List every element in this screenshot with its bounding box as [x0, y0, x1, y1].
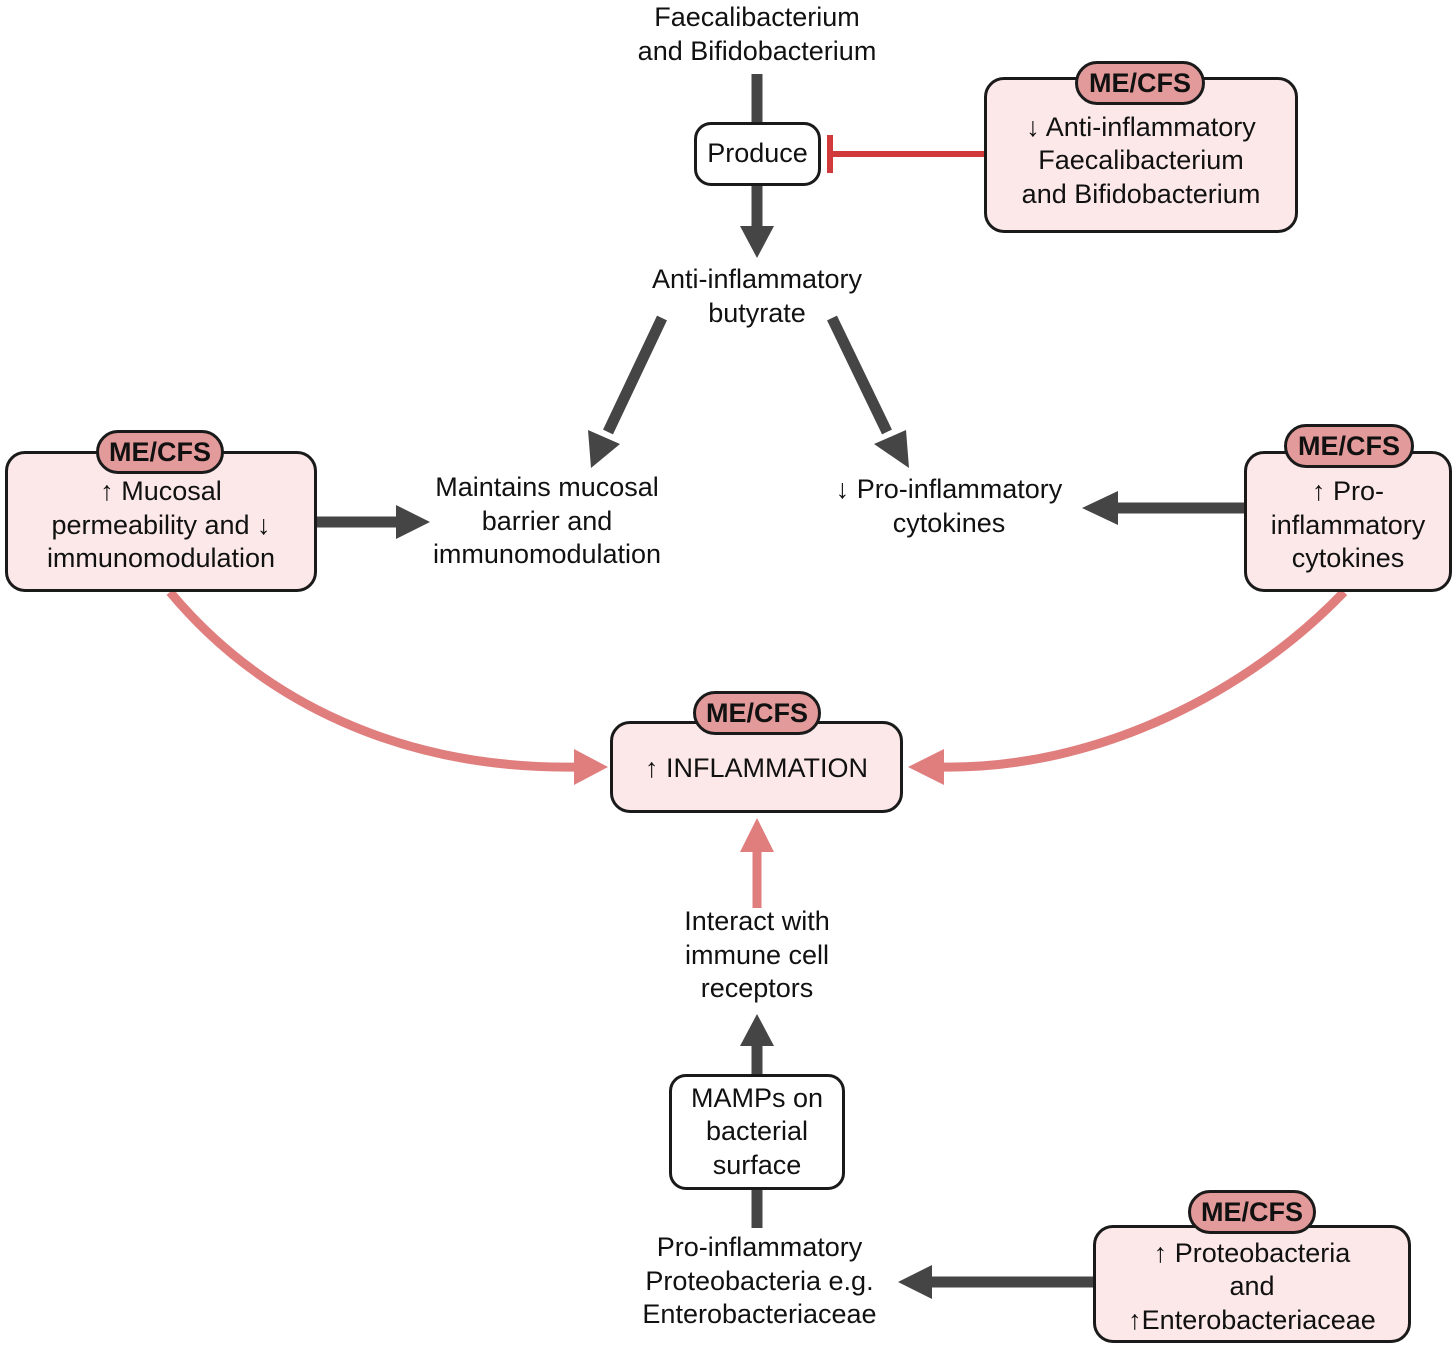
mecfs-anti-inflammatory-box: ↓ Anti-inflammatory Faecalibacterium and… [984, 77, 1298, 233]
mecfs-badge: ME/CFS [1284, 424, 1414, 468]
mecfs-proteobacteria-box: ↑ Proteobacteria and ↑Enterobacteriaceae [1093, 1225, 1411, 1343]
cytokines-down-label: ↓ Pro-inflammatory cytokines [835, 474, 1063, 538]
arrow-produce-to-butyrate [740, 186, 774, 258]
mecfs-badge: ME/CFS [1188, 1190, 1316, 1234]
mecfs-badge: ME/CFS [1075, 61, 1205, 105]
mucosal-barrier-label: Maintains mucosal barrier and immunomodu… [432, 472, 662, 569]
mecfs-mucosal-box: ↑ Mucosal permeability and ↓ immunomodul… [5, 451, 317, 592]
mecfs-badge: ME/CFS [96, 430, 224, 474]
arrow-receptors-to-inflammation [740, 818, 774, 908]
inhibition-to-produce [827, 135, 984, 173]
arrow-cytokines-box-to-cytokines [1082, 491, 1244, 525]
bacteria-source-label: Faecalibacterium and Bifidobacterium [637, 2, 877, 66]
butyrate-label: Anti-inflammatory butyrate [651, 264, 863, 328]
arrow-mucosal-box-to-barrier [316, 505, 430, 539]
arrow-butyrate-to-cytokines [827, 315, 909, 468]
arrow-mucosal-to-inflammation [166, 589, 608, 785]
mecfs-cytokines-box: ↑ Pro- inflammatory cytokines [1244, 451, 1452, 592]
mamps-box: MAMPs on bacterial surface [669, 1074, 845, 1190]
produce-box: Produce [694, 122, 821, 186]
immune-receptors-label: Interact with immune cell receptors [684, 906, 830, 1003]
mecfs-badge: ME/CFS [693, 691, 821, 735]
arrow-butyrate-to-mucosal-barrier [588, 315, 667, 468]
proteobacteria-label: Pro-inflammatory Proteobacteria e.g. Ent… [642, 1232, 877, 1329]
arrow-cytokines-to-inflammation [908, 588, 1348, 785]
arrow-mamps-to-receptors [740, 1014, 774, 1074]
arrow-proteobacteria-box-to-proteobacteria [898, 1265, 1093, 1299]
